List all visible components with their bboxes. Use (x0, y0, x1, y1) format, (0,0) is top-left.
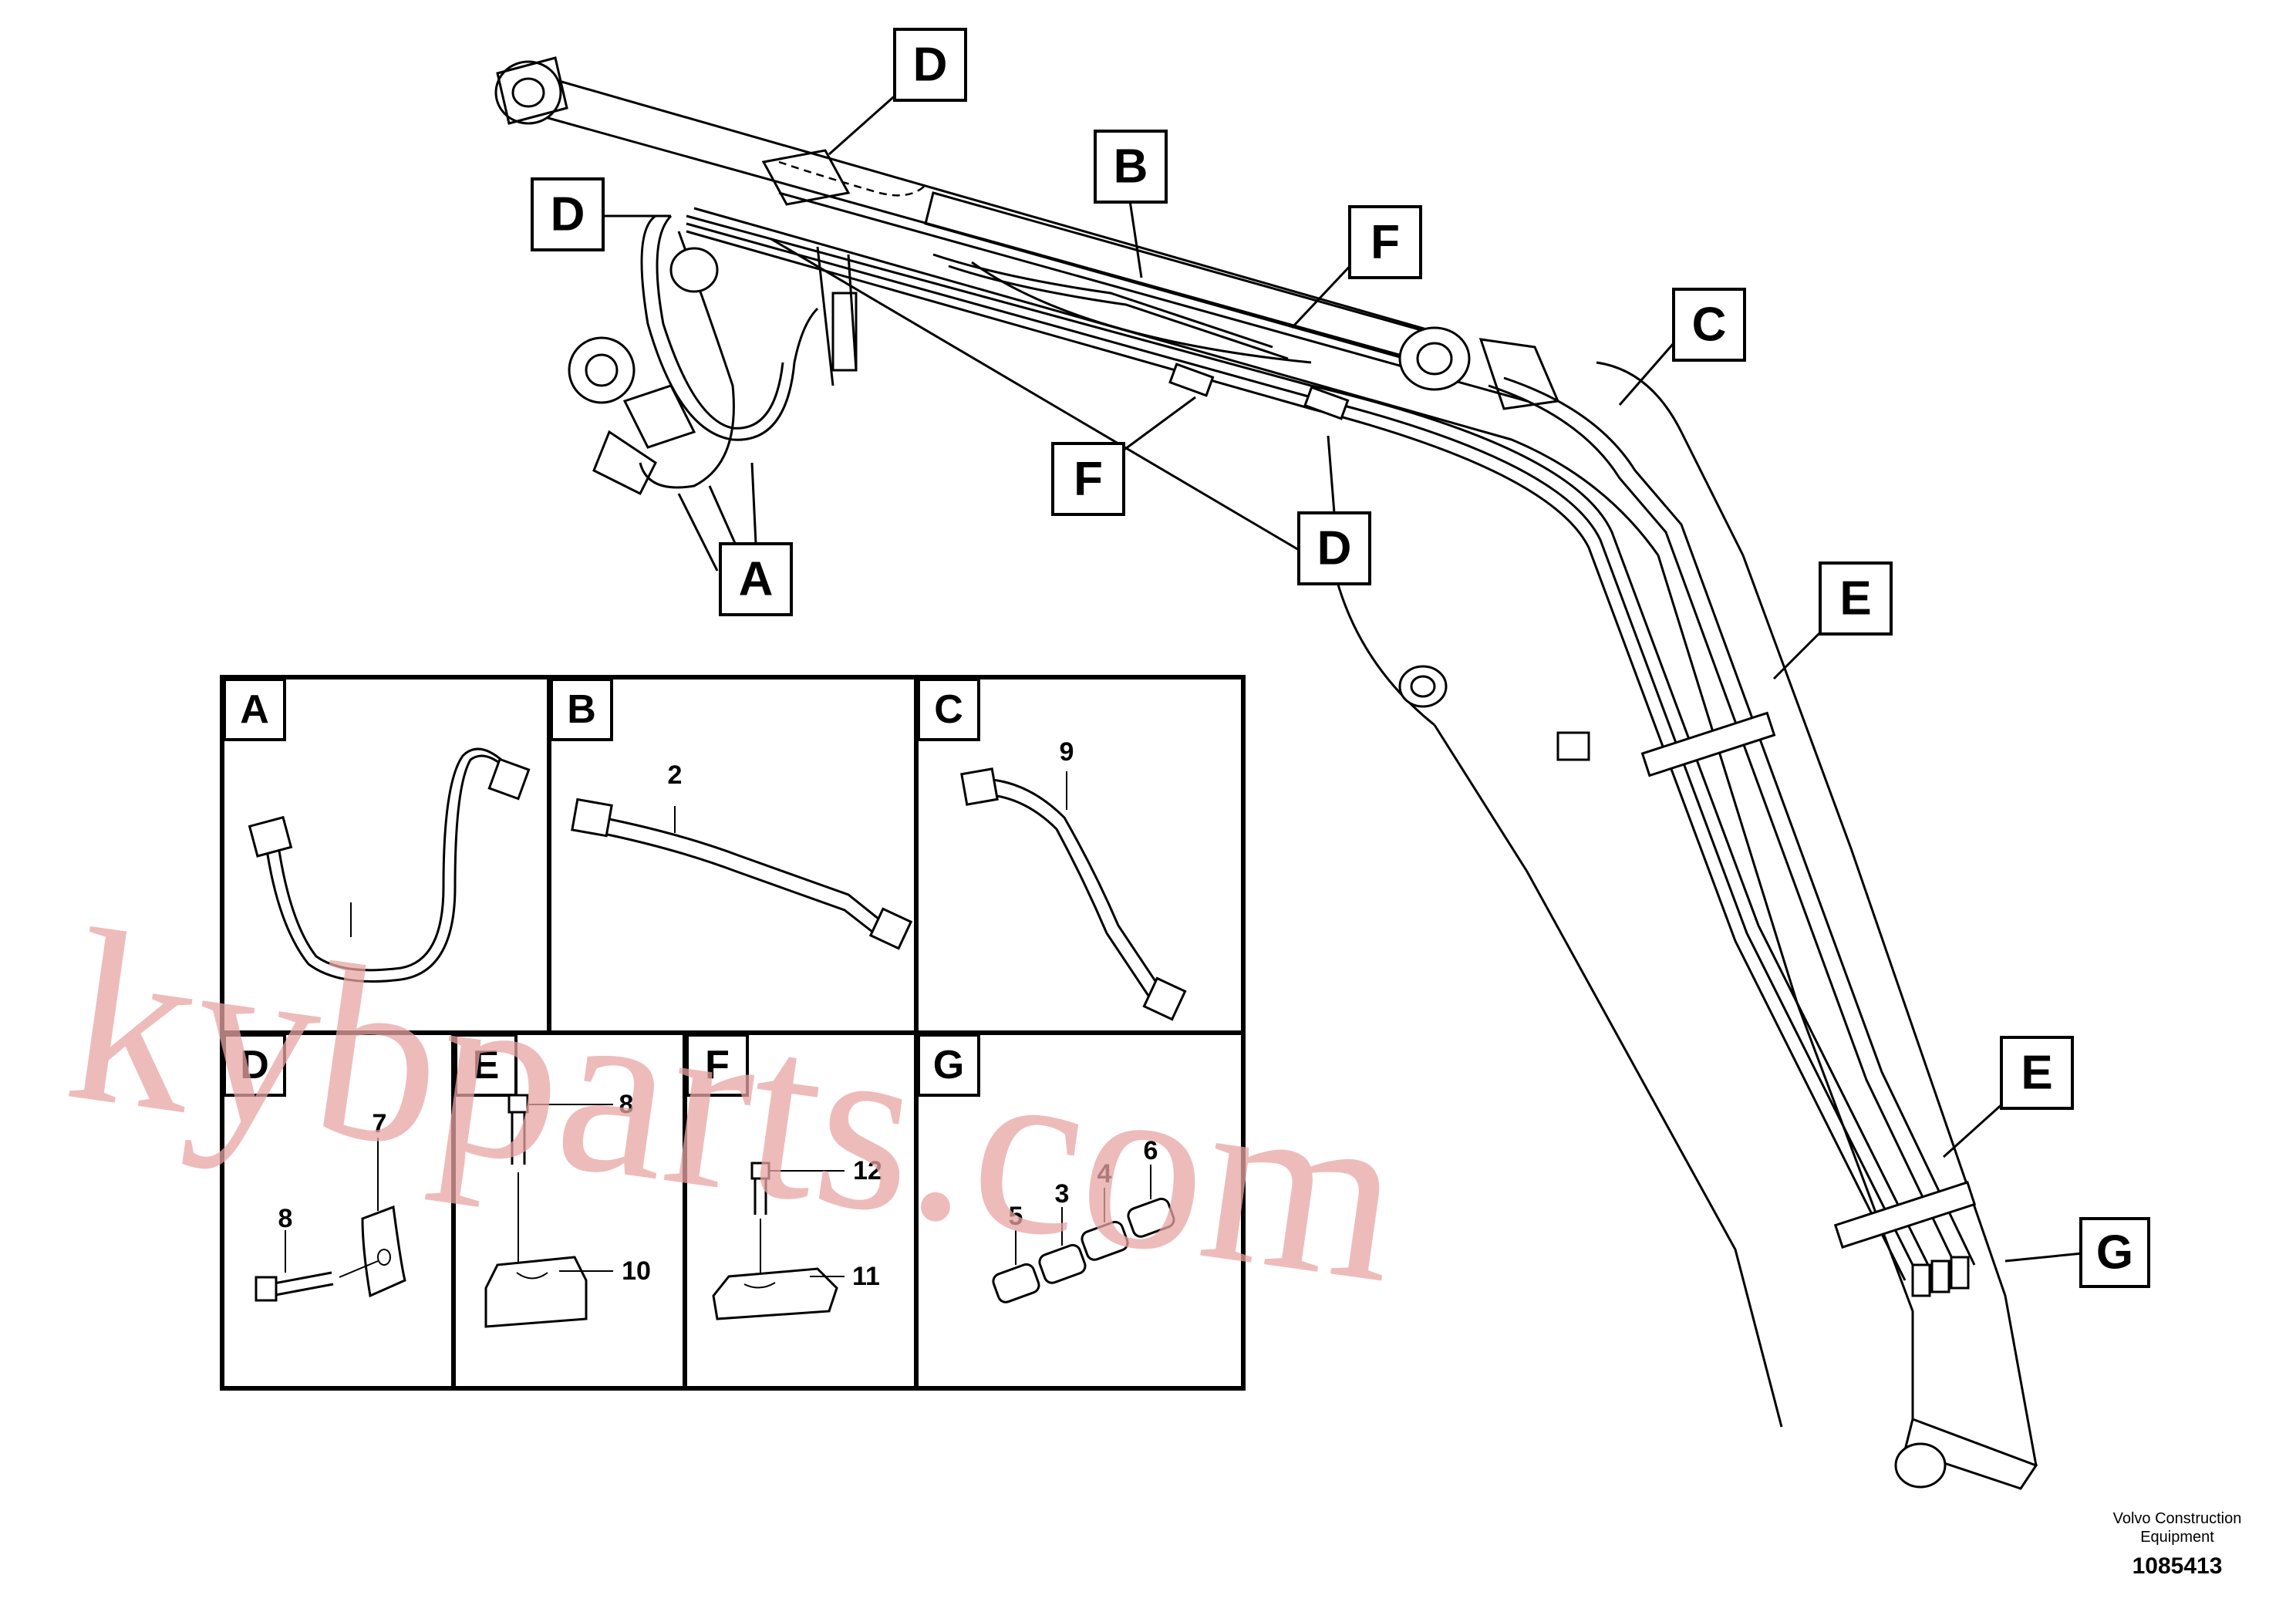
callout-e-upper[interactable]: E (1772, 561, 1893, 680)
callout-d-left[interactable]: D (531, 177, 671, 251)
callout-b[interactable]: B (1094, 130, 1168, 278)
hose-b-drawing (571, 798, 913, 950)
panel-d[interactable]: D 7 8 (220, 1030, 456, 1391)
callout-f-bottom[interactable]: F (1051, 396, 1196, 516)
hose-a-drawing (248, 747, 531, 983)
drawing-number: 1085413 (2132, 1553, 2223, 1579)
panel-f-part-12: 12 (853, 1156, 882, 1185)
panel-d-part-7: 7 (373, 1109, 387, 1138)
panel-d-part-8: 8 (278, 1204, 293, 1233)
clamp-f-drawing (712, 1162, 845, 1320)
plugs-g-drawing (992, 1165, 1175, 1303)
panel-d-tag: D (240, 1043, 269, 1088)
callout-c[interactable]: C (1618, 288, 1746, 406)
panel-f-tag: F (705, 1043, 730, 1088)
publisher-line-2: Equipment (2140, 1529, 2214, 1546)
callout-f-bottom-label: F (1074, 453, 1103, 506)
panel-g-part-6: 6 (1144, 1136, 1158, 1165)
callout-e-upper-label: E (1839, 572, 1871, 626)
callout-d-top-label: D (913, 39, 948, 92)
hose-c-drawing (960, 767, 1187, 1021)
panel-c-part-9: 9 (1060, 737, 1074, 767)
callout-e-lower[interactable]: E (1942, 1036, 2074, 1158)
boom-illustration (494, 56, 2038, 1490)
callout-f-top[interactable]: F (1290, 205, 1422, 329)
callout-a-label: A (739, 553, 774, 606)
callout-d-bottom[interactable]: D (1297, 435, 1371, 585)
panel-g[interactable]: G 6 4 3 5 (914, 1030, 1246, 1391)
detail-panels: A B 2 (220, 675, 1246, 1391)
callout-f-top-label: F (1371, 216, 1400, 269)
callout-d-bottom-label: D (1317, 522, 1352, 575)
panel-e-part-10: 10 (622, 1256, 651, 1286)
panel-f-part-11: 11 (852, 1262, 880, 1291)
callout-c-label: C (1692, 298, 1727, 352)
panel-b-part-2: 2 (668, 760, 683, 790)
panel-g-part-4: 4 (1097, 1159, 1112, 1189)
panel-g-tag: G (933, 1043, 964, 1088)
callout-d-left-label: D (551, 188, 585, 241)
clamp-d-drawing (255, 1138, 406, 1302)
callout-a[interactable]: A (719, 462, 793, 616)
publisher-line-1: Volvo Construction (2113, 1510, 2242, 1527)
callout-b-label: B (1114, 140, 1148, 194)
boom-cylinder (494, 56, 1435, 364)
panel-g-part-3: 3 (1055, 1179, 1070, 1209)
panel-g-part-5: 5 (1009, 1202, 1023, 1231)
panel-f[interactable]: F 12 11 (683, 1030, 919, 1391)
panel-c-tag: C (934, 687, 963, 732)
boom-frame (693, 149, 2038, 1490)
panel-c[interactable]: C 9 (914, 675, 1246, 1035)
callout-d-top[interactable]: D (828, 28, 967, 156)
clamp-e-drawing (484, 1094, 613, 1328)
panel-a-tag: A (240, 687, 269, 732)
title-block: Volvo Construction Equipment 1085413 (2113, 1510, 2242, 1579)
callout-g-label: G (2096, 1226, 2133, 1280)
panel-e-tag: E (473, 1043, 500, 1088)
panel-e-part-8: 8 (619, 1090, 634, 1119)
panel-b-tag: B (567, 687, 596, 732)
callout-g[interactable]: G (2004, 1217, 2150, 1288)
callout-e-lower-label: E (2021, 1047, 2052, 1100)
boom-hydraulic-lines (686, 214, 1977, 1297)
main-callouts: D D B F C F (531, 28, 2150, 1288)
dipper-cylinder-hoses (568, 214, 819, 572)
panel-a[interactable]: A (220, 675, 551, 1035)
